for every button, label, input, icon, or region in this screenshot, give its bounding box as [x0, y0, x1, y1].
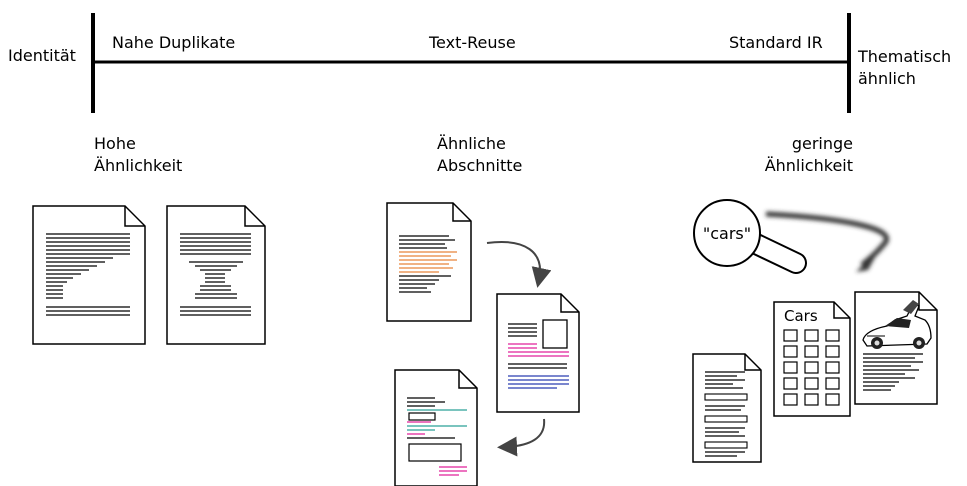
axis-right-label-line1: Thematisch [858, 47, 952, 66]
caption-high-line2: Ähnlichkeit [94, 156, 183, 175]
caption-high-line1: Hohe [94, 134, 136, 153]
car-icon [862, 300, 932, 349]
arrow-icon [497, 418, 546, 457]
cars-doc-title: Cars [784, 307, 818, 325]
document-icon: Cars [773, 301, 851, 417]
caption-similar-sections: Ähnliche Abschnitte [437, 133, 522, 177]
caption-high-similarity: Hohe Ähnlichkeit [94, 133, 182, 177]
document-icon [394, 369, 478, 486]
document-icon [854, 291, 938, 405]
arrow-icon [486, 241, 552, 288]
spectrum-axis [91, 13, 851, 113]
document-icon [166, 205, 266, 345]
arrow-icon [765, 211, 889, 272]
caption-low-line1: geringe [791, 134, 853, 153]
axis-left-label: Identität [8, 46, 76, 65]
document-icon [692, 353, 762, 463]
caption-mid-line1: Ähnliche [437, 134, 506, 153]
caption-low-similarity: geringe Ähnlichkeit [746, 133, 853, 177]
axis-segment-near-duplicates: Nahe Duplikate [112, 33, 236, 52]
search-query-text: "cars" [703, 224, 751, 243]
magnifier-icon: "cars" [693, 199, 807, 274]
caption-low-line2: Ähnlichkeit [764, 156, 853, 175]
caption-mid-line2: Abschnitte [437, 156, 523, 175]
document-icon [496, 293, 580, 413]
document-icon [386, 202, 472, 322]
document-icon [32, 205, 146, 345]
axis-right-label-line2: ähnlich [858, 69, 916, 88]
axis-right-label: Thematisch ähnlich [858, 46, 951, 90]
axis-segment-text-reuse: Text-Reuse [429, 33, 516, 52]
axis-segment-standard-ir: Standard IR [729, 33, 823, 52]
